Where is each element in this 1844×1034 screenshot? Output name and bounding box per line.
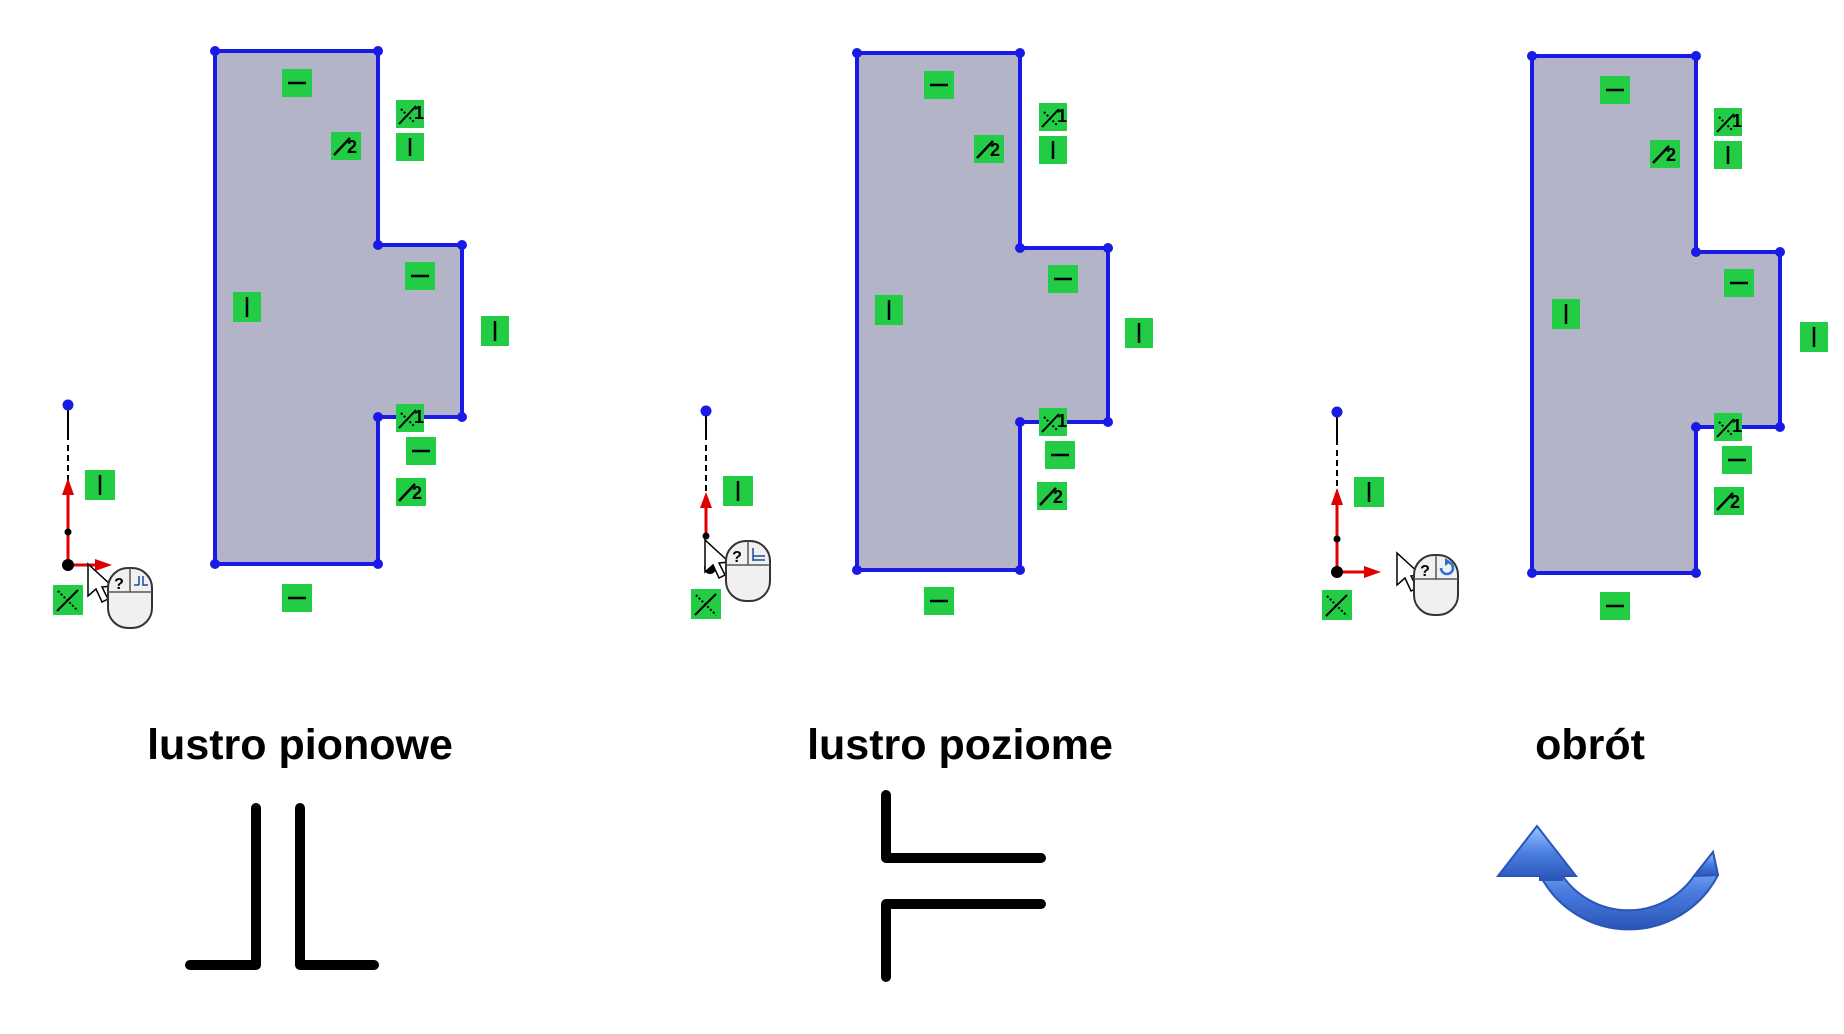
vertical-relation-icon[interactable] xyxy=(233,292,261,322)
vertical-relation-icon[interactable] xyxy=(1800,322,1828,352)
horizontal-relation-icon[interactable] xyxy=(405,262,435,290)
vertical-relation-icon[interactable] xyxy=(1354,477,1384,507)
svg-text:?: ? xyxy=(1420,563,1430,580)
vertical-relation-icon[interactable] xyxy=(1125,318,1153,348)
vertical-relation-icon[interactable] xyxy=(85,470,115,500)
equal-relation-icon[interactable]: 2 xyxy=(974,135,1004,163)
relation-index-label: 2 xyxy=(1053,487,1063,507)
vertical-relation-icon[interactable] xyxy=(1039,136,1067,164)
horizontal-relation-icon[interactable] xyxy=(924,587,954,615)
equal-relation-icon[interactable]: 2 xyxy=(1037,482,1067,510)
vertical-relation-icon[interactable] xyxy=(723,476,753,506)
panel-rotate: 1 2 1 2 ? xyxy=(1322,51,1828,931)
horizontal-relation-icon[interactable] xyxy=(406,437,436,465)
vertical-relation-icon[interactable] xyxy=(1552,299,1580,329)
mouse-mirror-horizontal-icon: ? xyxy=(725,540,771,602)
mirror-horizontal-icon xyxy=(881,790,1046,982)
equal-relation-icon[interactable]: 2 xyxy=(396,478,426,506)
panel-mirror-horizontal: 1 2 1 2 ? xyxy=(691,48,1153,982)
vertical-relation-icon[interactable] xyxy=(1714,141,1742,169)
vertical-relation-icon[interactable] xyxy=(875,295,903,325)
vertical-relation-icon[interactable] xyxy=(396,133,424,161)
coincident-relation-icon[interactable] xyxy=(1322,590,1352,620)
tangent-relation-icon[interactable]: 1 xyxy=(396,404,424,432)
tangent-relation-icon[interactable]: 1 xyxy=(1039,103,1067,131)
svg-text:?: ? xyxy=(732,549,742,566)
vertical-relation-icon[interactable] xyxy=(481,316,509,346)
equal-relation-icon[interactable]: 2 xyxy=(331,132,361,160)
caption-rotate: obrót xyxy=(1535,721,1645,769)
mouse-mirror-vertical-icon: ? xyxy=(107,567,153,629)
relation-index-label: 2 xyxy=(412,483,422,503)
relation-index-label: 1 xyxy=(1732,111,1742,131)
tangent-relation-icon[interactable]: 1 xyxy=(1039,408,1067,436)
horizontal-relation-icon[interactable] xyxy=(1048,265,1078,293)
sketch-vertices[interactable] xyxy=(1527,51,1785,578)
coincident-relation-icon[interactable] xyxy=(691,589,721,619)
svg-text:?: ? xyxy=(114,576,124,593)
horizontal-relation-icon[interactable] xyxy=(282,584,312,612)
caption-mirror-vertical: lustro pionowe xyxy=(147,721,453,769)
sketch-vertices[interactable] xyxy=(852,48,1113,575)
tangent-relation-icon[interactable]: 1 xyxy=(1714,413,1742,441)
mouse-rotate-icon: ? xyxy=(1413,554,1459,616)
sketch-vertices[interactable] xyxy=(210,46,467,569)
coincident-relation-icon[interactable] xyxy=(53,585,83,615)
relation-index-label: 2 xyxy=(1666,145,1676,165)
panel-mirror-vertical: 1 2 1 2 ? xyxy=(53,46,509,970)
relation-index-label: 2 xyxy=(1730,492,1740,512)
relation-index-label: 1 xyxy=(1732,416,1742,436)
horizontal-relation-icon[interactable] xyxy=(1724,269,1754,297)
horizontal-relation-icon[interactable] xyxy=(282,69,312,97)
relation-index-label: 2 xyxy=(347,137,357,157)
relation-index-label: 1 xyxy=(414,407,424,427)
mirror-vertical-icon xyxy=(185,803,379,970)
horizontal-relation-icon[interactable] xyxy=(1600,592,1630,620)
relation-index-label: 1 xyxy=(414,103,424,123)
relation-index-label: 1 xyxy=(1057,106,1067,126)
horizontal-relation-icon[interactable] xyxy=(1600,76,1630,104)
tangent-relation-icon[interactable]: 1 xyxy=(396,100,424,128)
horizontal-relation-icon[interactable] xyxy=(924,71,954,99)
horizontal-relation-icon[interactable] xyxy=(1722,446,1752,474)
origin-axis xyxy=(1331,406,1381,578)
equal-relation-icon[interactable]: 2 xyxy=(1650,140,1680,168)
equal-relation-icon[interactable]: 2 xyxy=(1714,487,1744,515)
relation-index-label: 2 xyxy=(990,140,1000,160)
origin-axis xyxy=(62,399,112,571)
relation-index-label: 1 xyxy=(1057,411,1067,431)
rotate-arrow-icon xyxy=(1495,824,1720,931)
caption-mirror-horizontal: lustro poziome xyxy=(807,721,1113,769)
tangent-relation-icon[interactable]: 1 xyxy=(1714,108,1742,136)
horizontal-relation-icon[interactable] xyxy=(1045,441,1075,469)
